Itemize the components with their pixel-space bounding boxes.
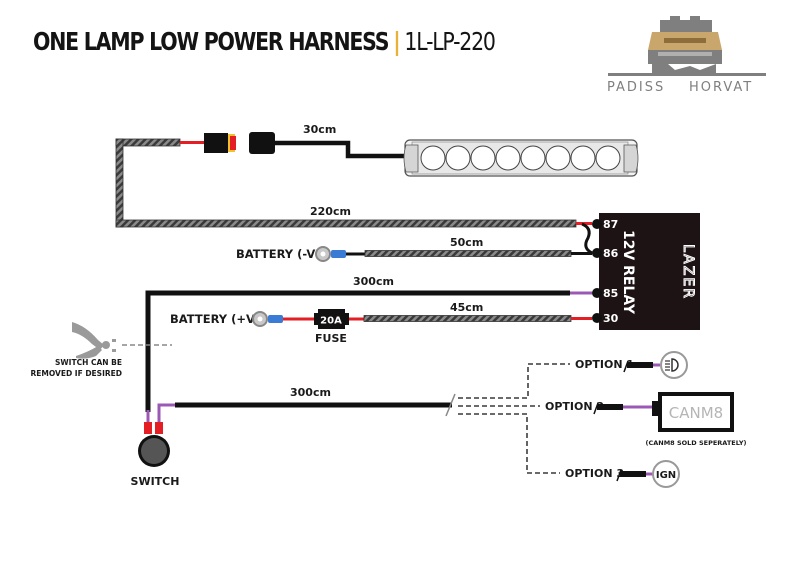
ring-terminal-negative: [315, 246, 346, 262]
logo-brand-right: HORVAT: [689, 80, 753, 95]
fuse-label: FUSE: [315, 332, 347, 345]
switch-label: SWITCH: [131, 475, 180, 488]
led-lens: [445, 145, 471, 171]
led-lens: [495, 145, 521, 171]
led-lens: [470, 145, 496, 171]
title-text: ONE LAMP LOW POWER HARNESS: [33, 27, 390, 56]
part-code: 1L-LP-220: [404, 27, 496, 56]
break-mark: [445, 393, 456, 417]
relay-pin-87: 87: [603, 218, 618, 231]
main-lead-length: 220cm: [310, 205, 351, 218]
battery-negative-label: BATTERY (-VE): [236, 247, 328, 261]
led-lens: [595, 145, 621, 171]
option3-label: OPTION 3: [565, 467, 624, 480]
option1-label: OPTION 1: [575, 358, 634, 371]
lamp-lead-wire: [275, 140, 420, 159]
led-lens: [545, 145, 571, 171]
ignition-icon[interactable]: IGN: [652, 460, 680, 488]
relay-brand: LAZER: [680, 244, 696, 300]
switch-note-line1: SWITCH CAN BE: [55, 358, 122, 367]
fuse-rating: 20A: [320, 316, 342, 327]
wire-cutter-icon: [72, 322, 116, 359]
fuse: 20A: [314, 309, 349, 329]
led-lens: [570, 145, 596, 171]
option-lead-length: 300cm: [290, 386, 331, 399]
relay: 12V RELAY LAZER 87 86 85 30: [592, 213, 700, 330]
option2-label: OPTION 2: [545, 400, 604, 413]
title-separator: |: [393, 27, 400, 56]
canm8-note: (CANM8 SOLD SEPERATELY): [645, 439, 746, 447]
logo: PADISS HORVAT: [607, 16, 766, 95]
lamp-lead-length: 30cm: [303, 123, 336, 136]
battery-negative-lead: [364, 250, 572, 257]
light-bar-icon: [403, 139, 639, 177]
switch: [138, 403, 175, 467]
logo-brand-left: PADISS: [607, 80, 665, 95]
switch-note-line2: REMOVED IF DESIRED: [31, 369, 123, 378]
ring-terminal-positive: [252, 311, 283, 327]
lamp-connector-socket: [204, 133, 236, 153]
led-lens: [420, 145, 446, 171]
relay-pin-85: 85: [603, 287, 618, 300]
battery-positive-lead: [363, 315, 572, 322]
page-title: ONE LAMP LOW POWER HARNESS|1L-LP-220: [33, 27, 496, 56]
lamp-connector-plug: [249, 132, 275, 154]
switch-feed-wire: [145, 290, 570, 412]
canm8-module[interactable]: CANM8: [652, 392, 734, 432]
battery-positive-label: BATTERY (+VE): [170, 312, 268, 326]
switch-feed-length: 300cm: [353, 275, 394, 288]
relay-body: [599, 213, 700, 330]
led-lens: [520, 145, 546, 171]
ign-label: IGN: [656, 470, 676, 481]
relay-label: 12V RELAY: [620, 230, 636, 315]
pin-jumper-wire: [581, 222, 593, 255]
offroad-vehicle-logo-icon: [608, 16, 766, 76]
battery-negative-lead-length: 50cm: [450, 236, 483, 249]
relay-pin-30: 30: [603, 312, 619, 325]
relay-pin-86: 86: [603, 247, 619, 260]
battery-positive-lead-length: 45cm: [450, 301, 483, 314]
canm8-label: CANM8: [669, 404, 723, 422]
headlight-icon[interactable]: [660, 351, 688, 379]
